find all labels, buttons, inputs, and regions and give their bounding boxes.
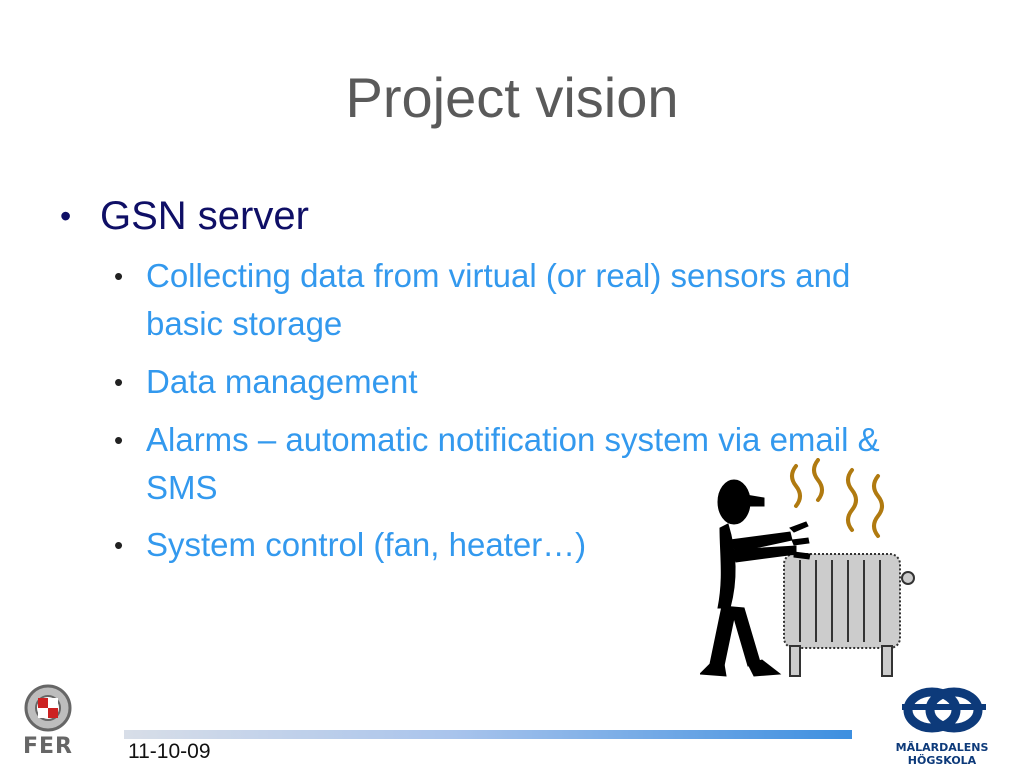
fer-emblem-icon [24,684,72,732]
footer-divider-bar [124,730,852,739]
bullet-text: GSN server [100,194,309,238]
bullet-marker: • [60,198,72,234]
person-warming-at-radiator-clipart [698,458,920,686]
fer-logo-text: FER [23,734,73,759]
slide-title: Project vision [345,66,679,129]
mdh-emblem-icon [902,687,986,733]
bullet-marker: • [114,367,124,397]
mdh-logo-text: MÄLARDALENS HÖGSKOLA [895,741,989,767]
subbullet-text: Data management [146,363,418,400]
person-silhouette-icon [698,479,811,677]
subbullet-text: Alarms – automatic notification system v… [146,421,880,506]
heat-waves-icon [790,458,884,538]
fer-logo: FER [16,682,80,762]
malardalens-hogskola-logo: MÄLARDALENS HÖGSKOLA [862,686,1022,767]
bullet-marker: • [114,530,124,560]
slide-date: 11-10-09 [128,740,211,763]
radiator-icon [783,553,915,677]
bullet-marker: • [114,261,124,291]
bullet-marker: • [114,425,124,455]
subbullet-text: Collecting data from virtual (or real) s… [146,257,851,342]
subbullet-text: System control (fan, heater…) [146,526,587,563]
